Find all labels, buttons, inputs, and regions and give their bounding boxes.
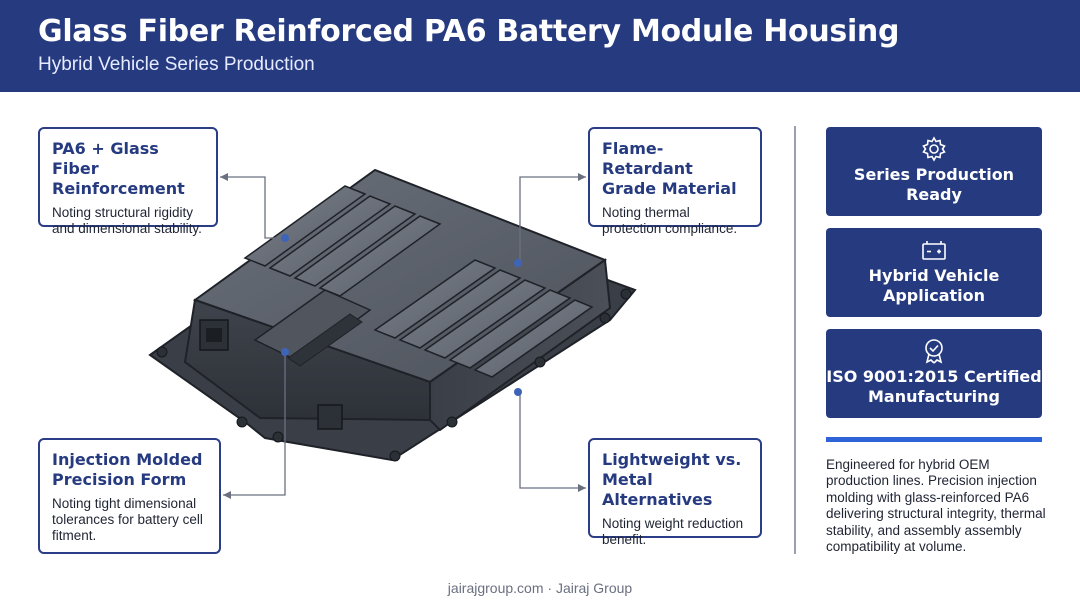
header-banner: Glass Fiber Reinforced PA6 Battery Modul… (0, 0, 1080, 92)
callout-title: PA6 + Glass Fiber Reinforcement (52, 139, 185, 198)
callout-title: Lightweight vs. Metal Alternatives (602, 450, 742, 509)
accent-bar (826, 437, 1042, 442)
vertical-divider (794, 126, 796, 554)
page-subtitle: Hybrid Vehicle Series Production (38, 54, 315, 75)
callout-glass-fiber: PA6 + Glass Fiber Reinforcement Noting s… (38, 127, 218, 236)
callout-injection-molded: Injection Molded Precision Form Noting t… (38, 438, 221, 554)
battery-housing-illustration (148, 168, 637, 499)
housing-recess (253, 289, 372, 367)
callout-title: Injection Molded Precision Form (52, 450, 203, 489)
badge-iso-certified: ISO 9001:2015 Certified Manufacturing (826, 329, 1042, 418)
badge-label: ISO 9001:2015 Certified Manufacturing (826, 367, 1042, 406)
connector-left (199, 319, 229, 351)
certified-badge-icon (925, 339, 943, 364)
battery-icon (922, 241, 946, 260)
callout-desc: Noting thermal protection compliance. (602, 205, 738, 236)
connector-front (317, 404, 343, 430)
callout-desc: Noting tight dimensional tolerances for … (52, 496, 203, 543)
gear-icon (922, 136, 946, 162)
callout-desc: Noting weight reduction benefit. (602, 516, 744, 547)
callout-arrowheads (220, 173, 586, 499)
housing-ribs-rear (243, 185, 442, 297)
badge-hybrid-vehicle: Hybrid Vehicle Application (826, 228, 1042, 317)
badge-label: Hybrid Vehicle Application (868, 266, 1000, 305)
badge-label: Series Production Ready (853, 165, 1015, 204)
page-title: Glass Fiber Reinforced PA6 Battery Modul… (38, 14, 900, 49)
callout-lightweight: Lightweight vs. Metal Alternatives Notin… (588, 438, 762, 547)
footer-credit: jairajgroup.com · Jairaj Group (447, 580, 633, 596)
housing-ribs-front (373, 259, 594, 378)
badge-series-production: Series Production Ready (826, 127, 1042, 216)
callout-title: Flame-Retardant Grade Material (602, 139, 737, 198)
callout-desc: Noting structural rigidity and dimension… (52, 205, 202, 236)
callout-dots (281, 234, 522, 396)
product-description: Engineered for hybrid OEM production lin… (826, 457, 1046, 555)
mounting-bosses (156, 288, 632, 462)
callout-flame-retardant: Flame-Retardant Grade Material Noting th… (588, 127, 762, 236)
